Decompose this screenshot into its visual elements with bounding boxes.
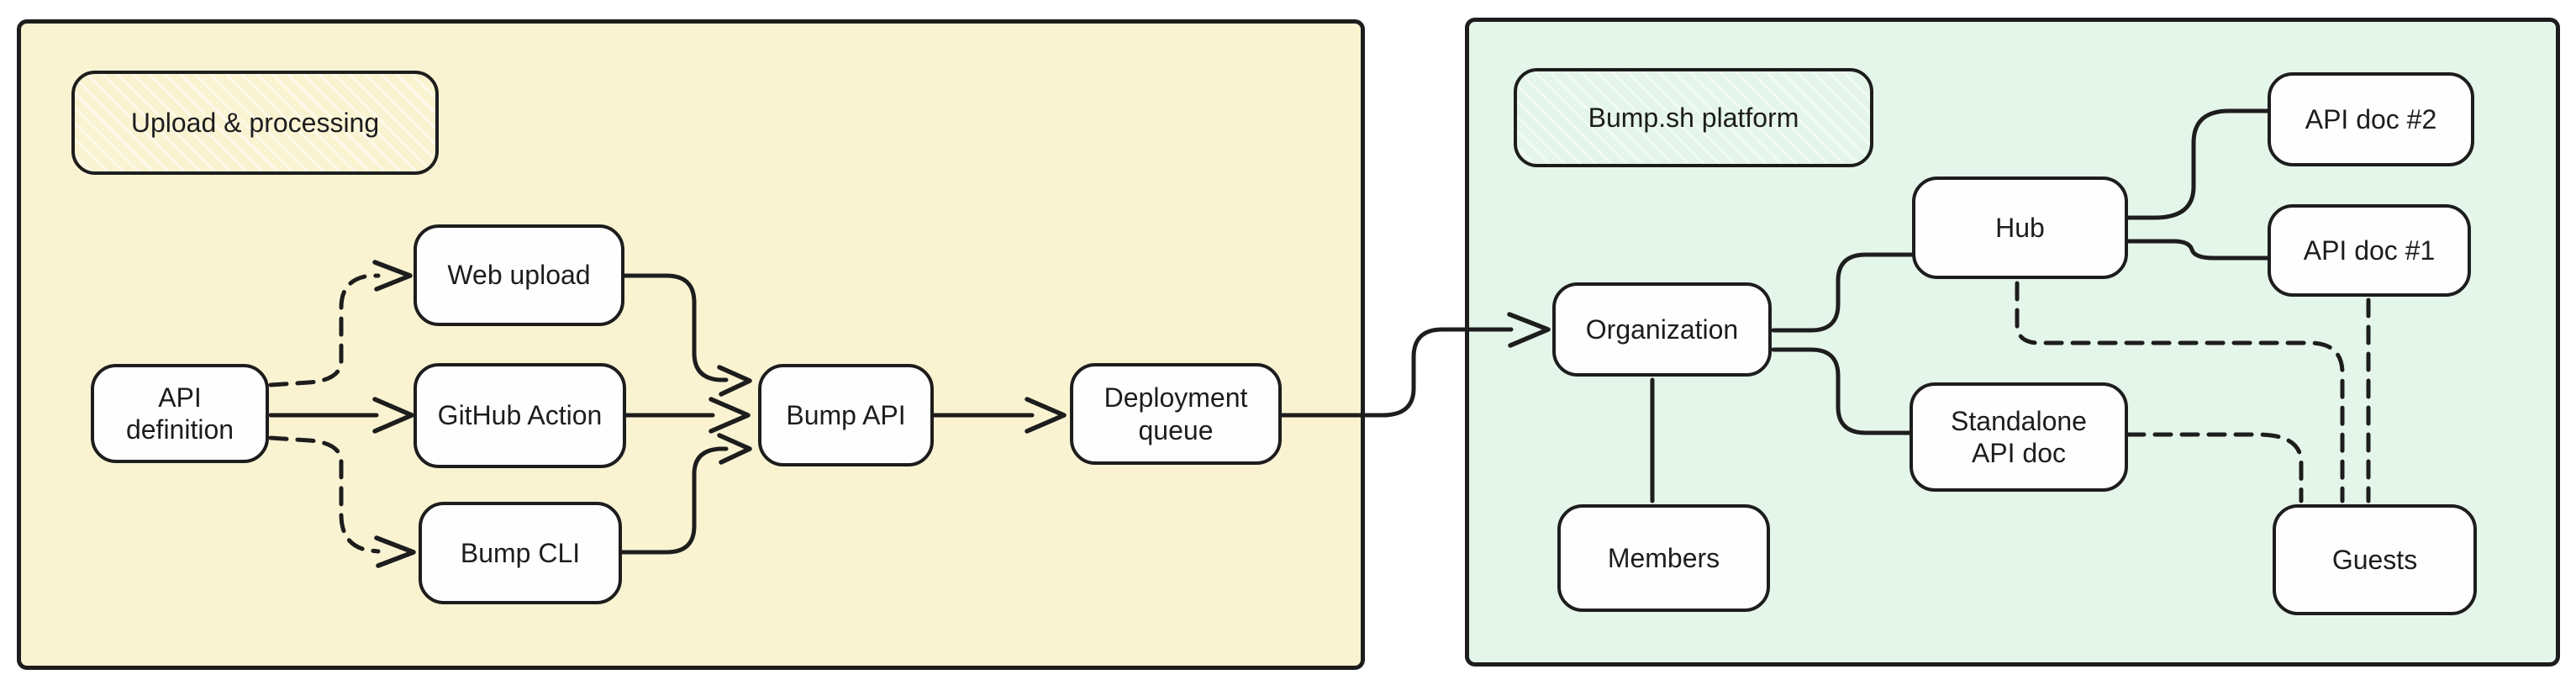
edge-web-upload-to-bump-api	[622, 273, 752, 397]
edge-api-definition-to-bump-cli-arrowhead	[374, 535, 416, 568]
node-github-action: GitHub Action	[414, 363, 626, 468]
edge-api-definition-to-bump-cli	[268, 435, 416, 568]
node-hub: Hub	[1912, 177, 2128, 279]
edge-bump-cli-to-bump-api	[619, 433, 752, 555]
node-standalone-api-doc-label: Standalone API doc	[1951, 405, 2087, 468]
edge-bump-api-to-deployment-queue	[931, 397, 1067, 434]
node-api-doc-1: API doc #1	[2268, 204, 2471, 297]
node-bump-api: Bump API	[758, 364, 934, 466]
node-bump-api-label: Bump API	[786, 399, 906, 430]
node-bump-cli-label: Bump CLI	[460, 537, 581, 568]
edge-organization-to-standalone-api-doc	[1771, 347, 1912, 435]
edge-github-action-to-bump-api	[624, 397, 751, 434]
node-members: Members	[1557, 504, 1770, 612]
node-api-doc-2-label: API doc #2	[2305, 103, 2437, 134]
edge-hub-to-guests	[2015, 281, 2345, 503]
edge-hub-to-api-doc-1	[2126, 239, 2270, 261]
node-guests: Guests	[2273, 504, 2477, 615]
node-web-upload-label: Web upload	[447, 260, 591, 291]
edge-github-action-to-bump-api-arrowhead	[709, 397, 751, 434]
edge-standalone-api-doc-to-guests	[2126, 432, 2304, 503]
bump-sh-platform-label-text: Bump.sh platform	[1588, 102, 1799, 133]
node-api-doc-2: API doc #2	[2268, 72, 2474, 166]
node-hub-label: Hub	[1995, 212, 2045, 243]
node-api-definition-label: API definition	[125, 382, 234, 445]
bump-sh-platform-label: Bump.sh platform	[1514, 68, 1873, 167]
edge-web-upload-to-bump-api-arrowhead	[717, 365, 752, 397]
node-organization-label: Organization	[1585, 314, 1739, 345]
edge-organization-to-hub	[1771, 252, 1915, 333]
edge-deployment-queue-to-organization	[1279, 312, 1551, 418]
node-api-definition: API definition	[91, 364, 269, 463]
node-guests-label: Guests	[2331, 544, 2418, 575]
node-web-upload: Web upload	[414, 224, 624, 326]
node-deployment-queue-label: Deployment queue	[1104, 382, 1248, 445]
node-standalone-api-doc: Standalone API doc	[1910, 382, 2128, 492]
upload-processing-label: Upload & processing	[71, 71, 439, 175]
node-organization: Organization	[1552, 282, 1772, 377]
node-members-label: Members	[1607, 542, 1720, 573]
edge-api-definition-to-web-upload	[268, 260, 413, 387]
edge-api-definition-to-github-action-arrowhead	[372, 397, 414, 434]
edge-hub-to-api-doc-2	[2126, 108, 2270, 220]
node-deployment-queue: Deployment queue	[1070, 363, 1282, 465]
edge-api-definition-to-web-upload-arrowhead	[372, 260, 413, 292]
node-bump-cli: Bump CLI	[419, 502, 622, 604]
edge-deployment-queue-to-organization-arrowhead	[1507, 312, 1551, 348]
node-github-action-label: GitHub Action	[437, 400, 603, 431]
upload-processing-label-text: Upload & processing	[130, 107, 380, 138]
edge-api-definition-to-github-action	[268, 397, 414, 434]
edge-bump-cli-to-bump-api-arrowhead	[717, 433, 752, 465]
node-api-doc-1-label: API doc #1	[2303, 234, 2436, 266]
edge-bump-api-to-deployment-queue-arrowhead	[1025, 397, 1067, 434]
